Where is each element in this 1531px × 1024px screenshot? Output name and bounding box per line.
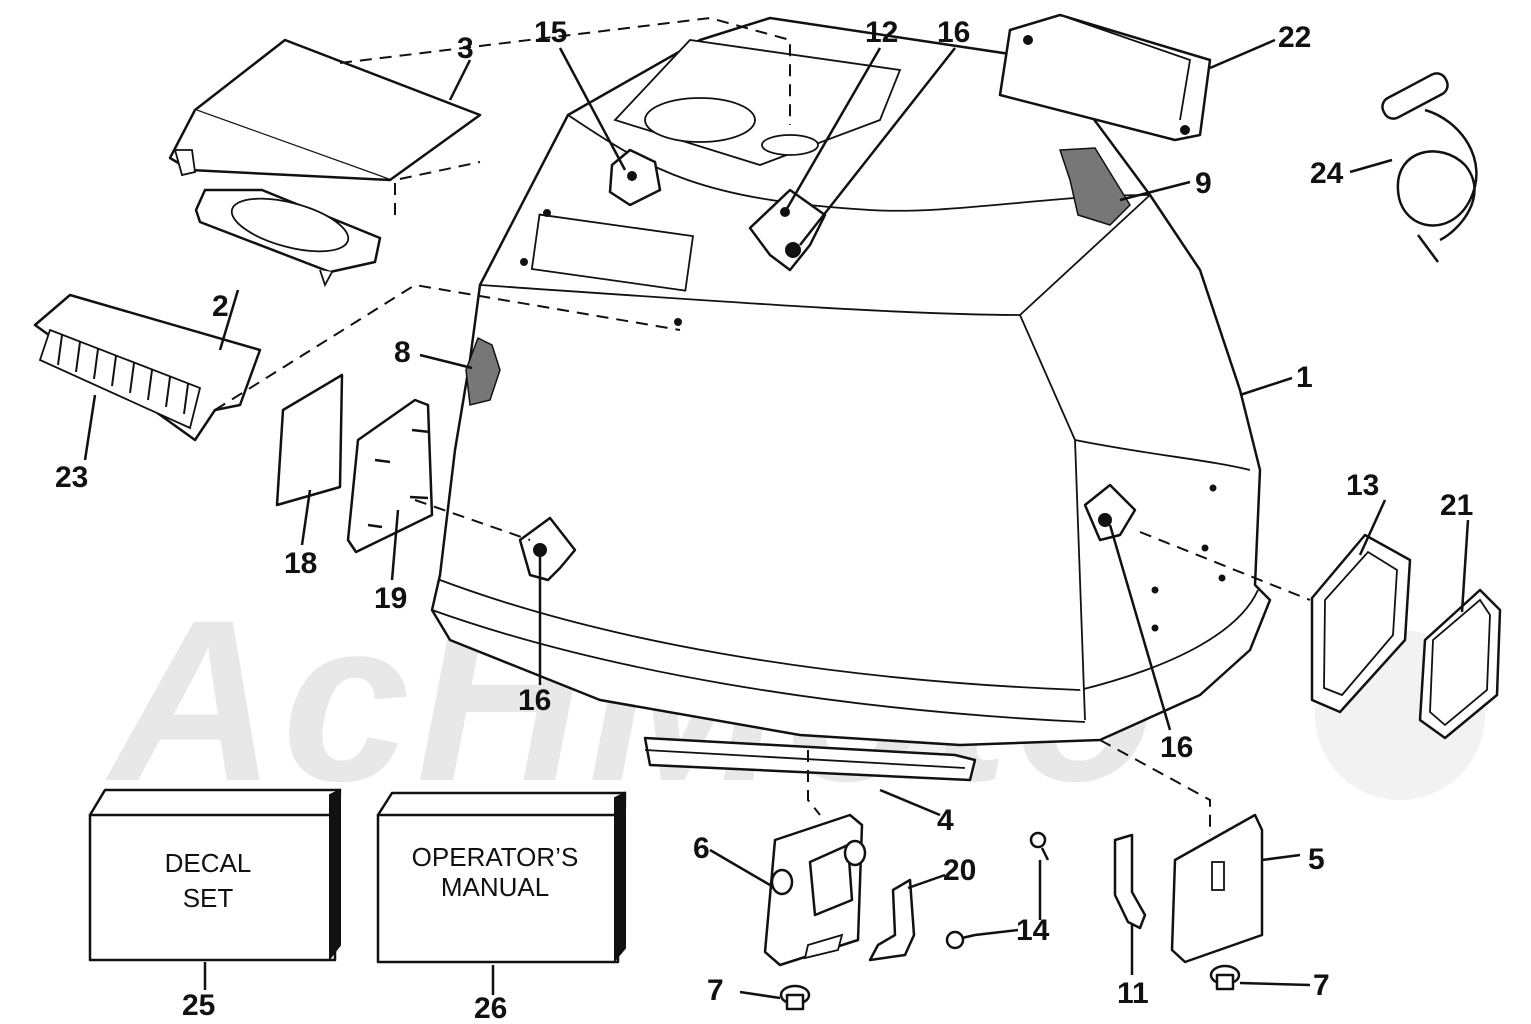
decal-sheet-part-18 [275,373,344,507]
clip-part-11 [1113,833,1147,930]
callout-6: 6 [693,832,710,865]
callout-7-left: 7 [707,974,724,1007]
vent-box-part [998,13,1212,142]
operators-manual-label-line1: OPERATOR’S [412,842,579,872]
callout-24: 24 [1310,157,1344,190]
foam-pad-part-8 [465,336,501,406]
callout-labels: 1 2 3 4 5 6 7 7 8 9 11 12 13 14 15 16 16… [55,16,1473,1024]
bracket-part-16-top [748,188,827,272]
callout-4: 4 [937,804,954,837]
callout-15: 15 [534,16,567,49]
callout-21: 21 [1440,489,1473,522]
plug-part-7-right [1209,964,1241,991]
foam-pad-part-9 [1058,147,1131,226]
frame-part-13 [1310,533,1412,714]
callout-20: 20 [943,854,976,887]
bracket-part-16-right [1083,483,1137,542]
screw-part-14-top [1029,831,1050,861]
callout-2: 2 [212,290,229,323]
callout-23: 23 [55,461,88,494]
panel-part-5 [1170,813,1264,964]
callout-18: 18 [284,547,317,580]
bracket-assembly-part-6 [763,813,867,967]
operators-manual-label-line2: MANUAL [441,872,549,902]
screw-part-14-bottom [945,930,976,950]
plug-part-7-left [779,984,811,1011]
operators-manual-box: OPERATOR’S MANUAL [376,791,627,964]
plate-part-19 [346,398,434,554]
grille-part [33,293,262,442]
callout-11: 11 [1117,977,1149,1010]
callout-22: 22 [1278,21,1311,54]
callout-1: 1 [1296,361,1313,394]
callout-16-left: 16 [518,684,551,717]
callout-3: 3 [457,32,474,65]
top-cover-part [168,38,482,182]
callout-13: 13 [1346,469,1379,502]
clip-part-20 [868,878,916,962]
bracket-part-16-left [518,516,577,582]
decal-set-label-line2: SET [183,883,234,913]
cable-part [1381,72,1478,263]
seal-strip-part-4 [643,736,977,782]
callout-16-right: 16 [1160,731,1193,764]
decal-set-label-line1: DECAL [165,848,252,878]
callout-26: 26 [474,992,507,1024]
assembly-lines [214,16,1311,835]
seal-part-21 [1418,588,1502,740]
callout-8: 8 [394,336,411,369]
leader-lines [83,38,1470,1000]
callout-19: 19 [374,582,407,615]
callout-9: 9 [1195,167,1212,200]
callout-7-right: 7 [1313,969,1330,1002]
callout-14: 14 [1016,914,1050,947]
callout-25: 25 [182,989,215,1022]
callout-12: 12 [865,16,898,49]
callout-16-top: 16 [937,16,970,49]
decal-set-box: DECAL SET [88,788,342,962]
frame-part [194,188,382,288]
callout-5: 5 [1308,843,1325,876]
